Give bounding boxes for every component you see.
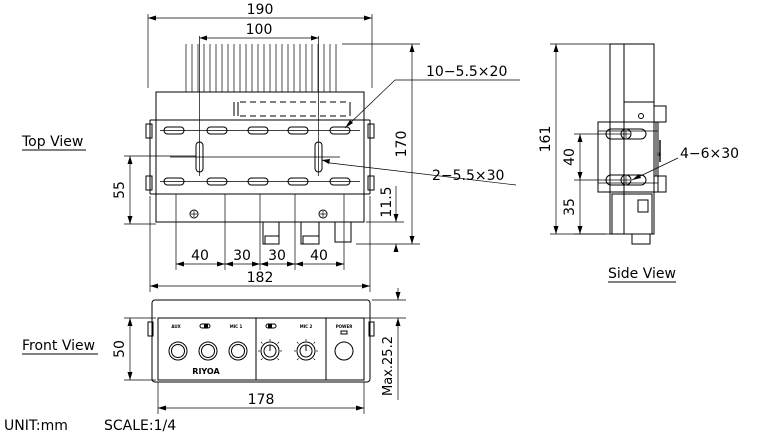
brand-logo: RIYOA (192, 367, 220, 376)
label-side-holes: 4−6×30 (680, 146, 739, 162)
knob-mic2 (294, 339, 318, 361)
label-power: POWER (336, 324, 353, 329)
label-aux: AUX (171, 324, 180, 329)
svg-text:II: II (657, 152, 660, 157)
slots-row-bottom (160, 177, 360, 186)
dim-170: 170 (394, 131, 410, 158)
dim-178: 178 (248, 392, 275, 408)
dim-side-40: 40 (562, 148, 578, 166)
dim-55: 55 (112, 181, 128, 199)
dim-30-right: 30 (268, 248, 286, 264)
dim-30-left: 30 (233, 248, 251, 264)
dim-182: 182 (247, 270, 274, 286)
dim-50: 50 (112, 340, 128, 358)
slots-row-top (160, 126, 360, 135)
front-view: AUX MIC 1 MIC 2 POWER (22, 288, 406, 414)
label-top-view: Top View (21, 134, 83, 150)
dim-11-5: 11.5 (379, 186, 395, 217)
dim-40-left: 40 (191, 248, 209, 264)
dim-100: 100 (246, 22, 273, 38)
label-slot-b: 2−5.5×30 (432, 168, 504, 184)
label-side-view: Side View (608, 266, 676, 282)
side-view: II 161 40 35 4−6×30 (538, 43, 739, 283)
heat-sink-fins (185, 44, 337, 92)
label-mic2: MIC 2 (300, 324, 313, 329)
dim-side-35: 35 (562, 198, 578, 216)
label-front-view: Front View (22, 338, 95, 354)
dim-161: 161 (538, 126, 554, 153)
scale-label: SCALE:1/4 (104, 418, 176, 434)
dim-190: 190 (247, 2, 274, 18)
unit-label: UNIT:mm (4, 418, 68, 434)
top-view: 190 100 10−5.5×20 2−5.5×30 170 11.5 (21, 2, 520, 292)
knob-mic1 (258, 339, 282, 361)
dim-max-25-2: Max.25.2 (381, 336, 396, 396)
dim-40-right: 40 (310, 248, 328, 264)
label-mic1: MIC 1 (230, 324, 243, 329)
label-slot-a: 10−5.5×20 (426, 64, 507, 80)
